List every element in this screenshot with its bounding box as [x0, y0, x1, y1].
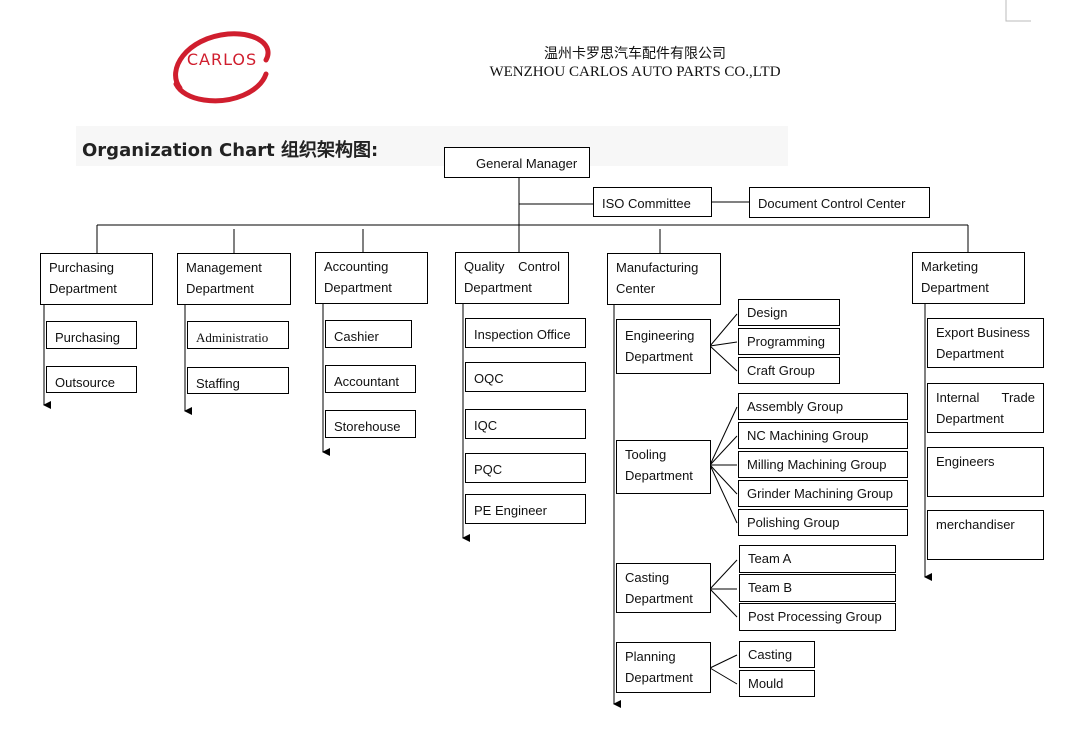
staffing-box: Staffing: [187, 367, 289, 394]
internal-trade-department-box: Internal Trade Department: [927, 383, 1044, 433]
programming-box: Programming: [738, 328, 840, 355]
accountant-box: Accountant: [325, 365, 416, 393]
grinder-machining-group-box: Grinder Machining Group: [738, 480, 908, 507]
polishing-group-box: Polishing Group: [738, 509, 908, 536]
pqc-box: PQC: [465, 453, 586, 483]
mould-box: Mould: [739, 670, 815, 697]
design-box: Design: [738, 299, 840, 326]
document-control-center-box: Document Control Center: [749, 187, 930, 218]
iqc-box: IQC: [465, 409, 586, 439]
pe-engineer-box: PE Engineer: [465, 494, 586, 524]
carlos-logo: [173, 31, 271, 104]
company-name-english: WENZHOU CARLOS AUTO PARTS CO.,LTD: [489, 64, 781, 80]
oqc-box: OQC: [465, 362, 586, 392]
planning-casting-box: Casting: [739, 641, 815, 668]
casting-department-box: Casting Department: [616, 563, 711, 613]
company-name-chinese: 温州卡罗思汽车配件有限公司: [544, 46, 726, 62]
export-business-department-box: Export Business Department: [927, 318, 1044, 368]
iso-committee-box: ISO Committee: [593, 187, 712, 217]
storehouse-box: Storehouse: [325, 410, 416, 438]
management-department-box: Management Department: [177, 253, 291, 305]
administration-box: Administratio: [187, 321, 289, 349]
marketing-department-box: Marketing Department: [912, 252, 1025, 304]
manufacturing-center-box: Manufacturing Center: [607, 253, 721, 305]
engineering-department-box: Engineering Department: [616, 319, 711, 374]
page-corner-mark: [1005, 0, 1031, 22]
cashier-box: Cashier: [325, 320, 412, 348]
engineers-box: Engineers: [927, 447, 1044, 497]
outsource-box: Outsource: [46, 366, 137, 393]
milling-machining-group-box: Milling Machining Group: [738, 451, 908, 478]
nc-machining-group-box: NC Machining Group: [738, 422, 908, 449]
accounting-department-box: Accounting Department: [315, 252, 428, 304]
purchasing-department-box: Purchasing Department: [40, 253, 153, 305]
inspection-office-box: Inspection Office: [465, 318, 586, 348]
title-band: [76, 126, 788, 166]
chart-title: Organization Chart 组织架构图:: [82, 140, 379, 161]
team-b-box: Team B: [739, 574, 896, 602]
general-manager-box: General Manager: [444, 147, 590, 178]
assembly-group-box: Assembly Group: [738, 393, 908, 420]
purchasing-box: Purchasing: [46, 321, 137, 349]
tooling-department-box: Tooling Department: [616, 440, 711, 494]
post-processing-group-box: Post Processing Group: [739, 603, 896, 631]
logo-wordmark: CARLOS: [186, 50, 258, 69]
merchandiser-box: merchandiser: [927, 510, 1044, 560]
team-a-box: Team A: [739, 545, 896, 573]
quality-control-department-box: Quality Control Department: [455, 252, 569, 304]
craft-group-box: Craft Group: [738, 357, 840, 384]
planning-department-box: Planning Department: [616, 642, 711, 693]
